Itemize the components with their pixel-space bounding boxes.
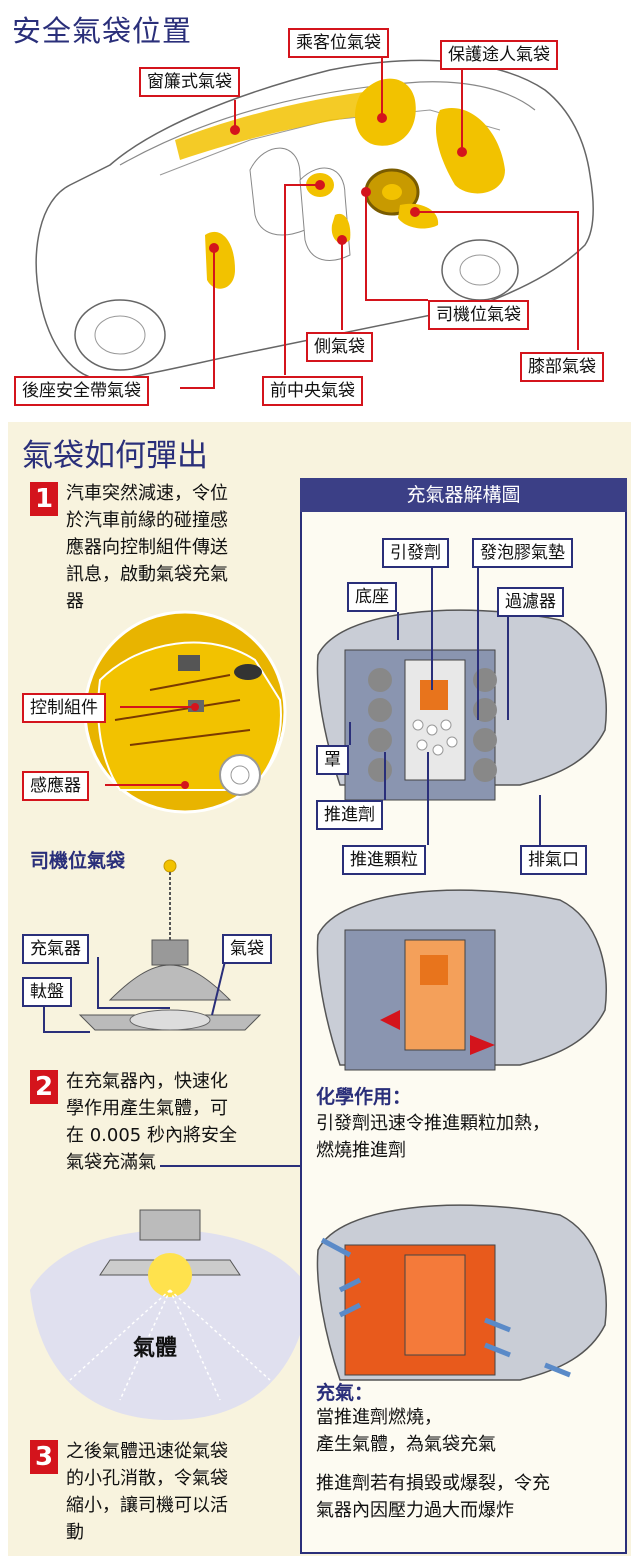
label-exhaust: 排氣口 (520, 845, 587, 875)
gas-label: 氣體 (133, 1336, 178, 1361)
label-driver-airbag: 司機位氣袋 (428, 300, 529, 330)
label-filter: 過濾器 (497, 587, 564, 617)
label-base: 底座 (347, 582, 397, 612)
label-rear-belt-airbag: 後座安全帶氣袋 (14, 376, 149, 406)
label-steering-wheel: 軚盤 (22, 977, 72, 1007)
label-side-airbag: 側氣袋 (306, 332, 373, 362)
inflator-panel-title: 充氣器解構圖 (300, 478, 627, 512)
label-pellets: 推進顆粒 (342, 845, 426, 875)
label-igniter: 引發劑 (382, 538, 449, 568)
label-propellant: 推進劑 (316, 800, 383, 830)
section1-title: 安全氣袋位置 (12, 14, 193, 48)
inflate-body: 當推進劑燃燒， 產生氣體，為氣袋充氣 (316, 1407, 496, 1455)
inflate-title: 充氣： (316, 1382, 374, 1404)
label-sensor: 感應器 (22, 771, 89, 801)
label-knee-airbag: 膝部氣袋 (520, 352, 604, 382)
label-inflator: 充氣器 (22, 934, 89, 964)
label-curtain-airbag: 窗簾式氣袋 (139, 67, 240, 97)
step-1-text: 汽車突然減速，令位 於汽車前緣的碰撞感 應器向控制組件傳送 訊息，啟動氣袋充氣 … (66, 483, 228, 612)
label-foam-cushion: 發泡膠氣墊 (472, 538, 573, 568)
step-2-text: 在充氣器內，快速化 學作用產生氣體，可 在 0.005 秒內將安全 氣袋充滿氣 (66, 1071, 237, 1173)
step-3-number: 3 (30, 1440, 58, 1474)
label-cover: 罩 (316, 745, 349, 775)
label-control-unit: 控制組件 (22, 693, 106, 723)
chem-title: 化學作用： (316, 1086, 412, 1108)
driver-airbag-title: 司機位氣袋 (30, 850, 126, 872)
label-front-center-airbag: 前中央氣袋 (262, 376, 363, 406)
section2-title: 氣袋如何彈出 (22, 438, 208, 474)
label-bag: 氣袋 (222, 934, 272, 964)
step-3-text: 之後氣體迅速從氣袋 的小孔消散，令氣袋 縮小，讓司機可以活 動 (66, 1441, 228, 1543)
step-1-number: 1 (30, 482, 58, 516)
chem-body: 引發劑迅速令推進顆粒加熱， 燃燒推進劑 (316, 1113, 550, 1161)
label-passenger-airbag: 乘客位氣袋 (288, 28, 389, 58)
step-2-number: 2 (30, 1070, 58, 1104)
warning-text: 推進劑若有損毀或爆裂，令充 氣器內因壓力過大而爆炸 (316, 1473, 550, 1521)
label-pedestrian-airbag: 保護途人氣袋 (440, 40, 558, 70)
